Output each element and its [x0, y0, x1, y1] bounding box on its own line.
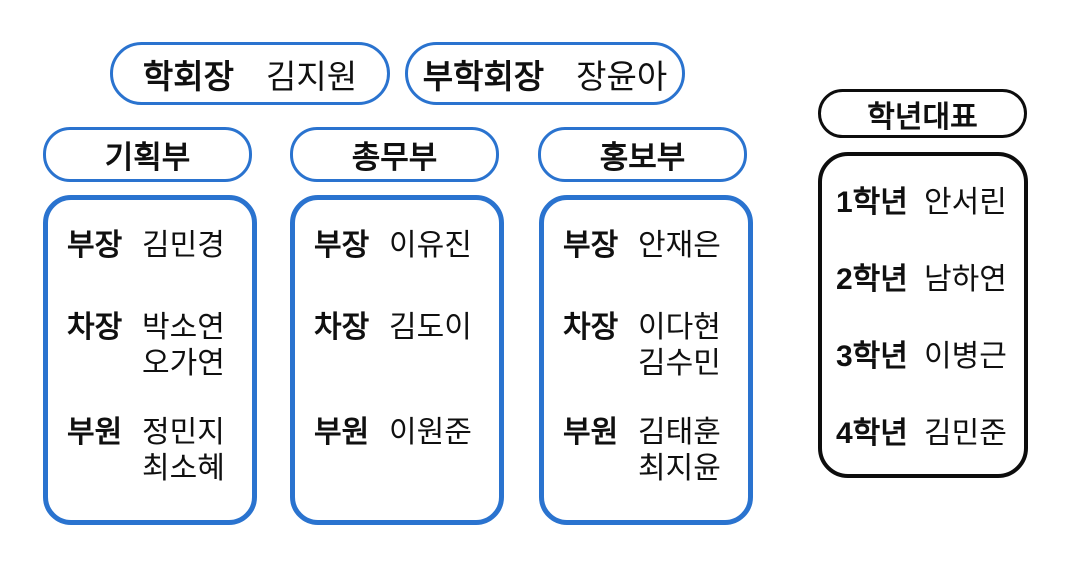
member-row: 부장 이유진: [314, 228, 472, 264]
member-row: 차장 박소연 오가연: [67, 310, 225, 382]
member-name: 이유진: [389, 229, 472, 262]
member-name: 이다현: [638, 311, 721, 344]
member-row: 차장 이다현 김수민: [563, 310, 721, 382]
vice-president-name: 장윤아: [576, 57, 668, 95]
member-name: 이원준: [389, 416, 472, 449]
member-row: 부장 김민경: [67, 228, 225, 264]
member-name: 오가연: [142, 347, 225, 380]
dept-box-general-affairs: 부장 이유진 차장 김도이 부원 이원준: [290, 195, 504, 525]
grade-label: 1학년: [836, 186, 908, 219]
grade-rep-row: 4학년 김민준: [836, 411, 1024, 450]
member-name: 정민지: [142, 416, 225, 449]
grade-rep-name: 안서린: [924, 186, 1007, 219]
member-name: 안재은: [638, 229, 721, 262]
grade-label: 3학년: [836, 340, 908, 373]
grade-rep-name: 김민준: [924, 417, 1007, 450]
member-row: 부장 안재은: [563, 228, 721, 264]
grade-reps-title-pill: 학년대표: [818, 89, 1027, 138]
grade-rep-row: 2학년 남하연: [836, 257, 1024, 296]
president-role-label: 학회장: [142, 57, 234, 95]
member-row: 부원 김태훈 최지윤: [563, 415, 721, 487]
grade-label: 2학년: [836, 263, 908, 296]
member-name: 김민경: [142, 229, 225, 262]
role-label: 차장: [563, 311, 619, 344]
role-label: 차장: [67, 311, 123, 344]
grade-rep-name: 이병근: [924, 340, 1007, 373]
role-label: 부장: [314, 229, 370, 262]
role-label: 부원: [67, 416, 123, 449]
grade-rep-name: 남하연: [924, 263, 1007, 296]
member-name: 김수민: [638, 347, 721, 380]
grade-reps-box: 1학년 안서린 2학년 남하연 3학년 이병근 4학년 김민준: [818, 152, 1028, 478]
president-name: 김지원: [266, 57, 358, 95]
role-label: 부원: [563, 416, 619, 449]
role-label: 차장: [314, 311, 370, 344]
dept-title-public-relations: 홍보부: [538, 127, 747, 182]
role-label: 부원: [314, 416, 370, 449]
member-row: 부원 이원준: [314, 415, 472, 451]
member-name: 박소연: [142, 311, 225, 344]
grade-rep-row: 1학년 안서린: [836, 180, 1024, 219]
president-pill: 학회장 김지원: [110, 42, 390, 105]
member-row: 부원 정민지 최소혜: [67, 415, 225, 487]
dept-box-planning: 부장 김민경 차장 박소연 오가연 부원 정민지 최소혜: [43, 195, 257, 525]
dept-box-public-relations: 부장 안재은 차장 이다현 김수민 부원 김태훈 최지윤: [539, 195, 753, 525]
dept-title-general-affairs: 총무부: [290, 127, 499, 182]
grade-rep-row: 3학년 이병근: [836, 334, 1024, 373]
dept-title-planning: 기획부: [43, 127, 252, 182]
member-name: 최소혜: [142, 452, 225, 485]
member-row: 차장 김도이: [314, 310, 472, 346]
member-name: 김태훈: [638, 416, 721, 449]
vice-president-role-label: 부학회장: [422, 57, 545, 95]
role-label: 부장: [563, 229, 619, 262]
member-name: 최지윤: [638, 452, 721, 485]
vice-president-pill: 부학회장 장윤아: [405, 42, 685, 105]
role-label: 부장: [67, 229, 123, 262]
grade-label: 4학년: [836, 417, 908, 450]
member-name: 김도이: [389, 311, 472, 344]
